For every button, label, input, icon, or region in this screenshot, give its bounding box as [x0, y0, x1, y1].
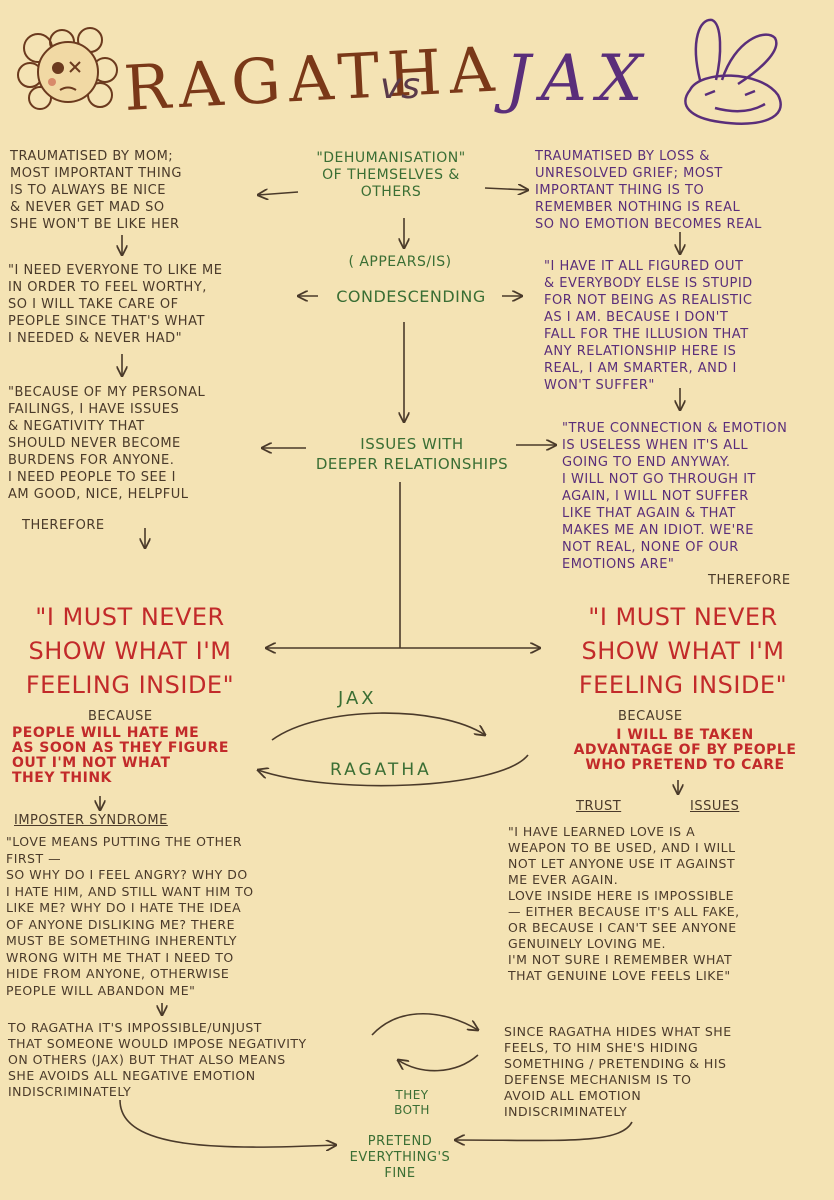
jax-title: JAX — [494, 42, 652, 116]
center-pretend: PRETEND EVERYTHING'S FINE — [349, 1134, 451, 1181]
center-ragatha-arrow-label: RAGATHA — [330, 760, 432, 780]
arrow-jax-cycle — [271, 712, 485, 741]
vs-label: vs — [380, 66, 420, 107]
ragatha-impossible: TO RAGATHA IT'S IMPOSSIBLE/UNJUST THAT S… — [8, 1020, 307, 1099]
jax-learned-love: "I HAVE LEARNED LOVE IS A WEAPON TO BE U… — [508, 824, 740, 983]
arrow-dehum-to-jax — [484, 188, 528, 190]
center-appears-is: ( APPEARS/IS) — [348, 254, 452, 270]
jax-reason: I WILL BE TAKEN ADVANTAGE OF BY PEOPLE W… — [573, 727, 797, 773]
ragatha-trauma: TRAUMATISED BY MOM; MOST IMPORTANT THING… — [10, 149, 182, 232]
jax-since-ragatha: SINCE RAGATHA HIDES WHAT SHE FEELS, TO H… — [504, 1024, 732, 1119]
jax-issues: ISSUES — [690, 799, 740, 814]
arrow-ragatha-cycle — [258, 754, 529, 787]
jax-true-connection: "TRUE CONNECTION & EMOTION IS USELESS WH… — [562, 421, 788, 572]
ragatha-need-like: "I NEED EVERYONE TO LIKE ME IN ORDER TO … — [8, 263, 223, 346]
ragatha-failings: "BECAUSE OF MY PERSONAL FAILINGS, I HAVE… — [8, 385, 206, 502]
ragatha-because: BECAUSE — [88, 709, 153, 724]
center-they-both: THEY BOTH — [394, 1088, 430, 1117]
jax-figured-out: "I HAVE IT ALL FIGURED OUT & EVERYBODY E… — [544, 259, 753, 393]
ragatha-imposter-syndrome: IMPOSTER SYNDROME — [14, 813, 168, 828]
jax-therefore: THEREFORE — [708, 573, 791, 588]
ragatha-love-means: "LOVE MEANS PUTTING THE OTHER FIRST — SO… — [6, 834, 254, 998]
arrow-dehum-to-ragatha — [258, 192, 299, 195]
center-issues: ISSUES WITH DEEPER RELATIONSHIPS — [315, 435, 509, 473]
jax-must-never: "I MUST NEVER SHOW WHAT I'M FEELING INSI… — [578, 603, 788, 699]
ragatha-title: RAGATHA — [122, 32, 504, 125]
jax-trust: TRUST — [576, 799, 622, 814]
arrow-to-ragatha-bottom — [398, 1054, 479, 1072]
center-dehumanisation: "DEHUMANISATION" OF THEMSELVES & OTHERS — [316, 150, 466, 200]
ragatha-must-never: "I MUST NEVER SHOW WHAT I'M FEELING INSI… — [25, 603, 235, 699]
arrow-to-jax-bottom — [371, 1012, 478, 1036]
jax-rabbit-head-icon — [684, 18, 782, 125]
jax-because: BECAUSE — [618, 709, 683, 724]
arrow-jax-to-pretend — [455, 1121, 633, 1140]
arrow-ragatha-to-pretend — [119, 1099, 336, 1147]
ragatha-doll-face-icon — [17, 27, 118, 110]
jax-trauma: TRAUMATISED BY LOSS & UNRESOLVED GRIEF; … — [535, 149, 762, 232]
ragatha-therefore: THEREFORE — [22, 518, 105, 533]
center-jax-arrow-label: JAX — [338, 688, 377, 709]
ragatha-reason: PEOPLE WILL HATE ME AS SOON AS THEY FIGU… — [12, 725, 229, 786]
center-condescending: CONDESCENDING — [336, 287, 486, 306]
